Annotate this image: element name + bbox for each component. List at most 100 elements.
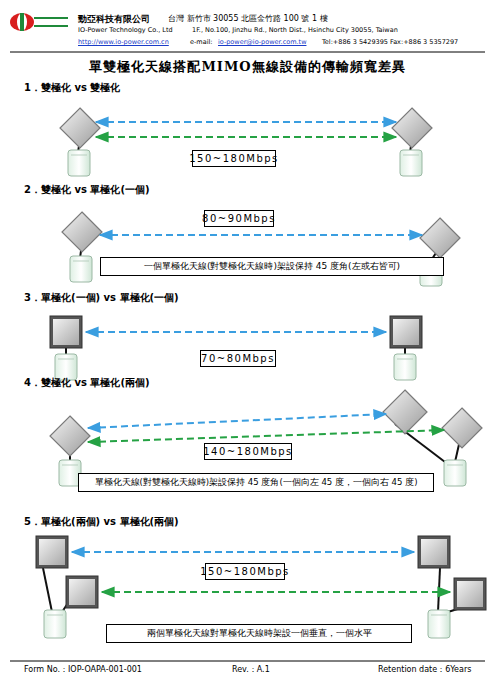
- retention-date: Retention date：6Years: [378, 665, 493, 674]
- note-box: 兩個單極化天線對單極化天線時架設一個垂直，一個水平: [106, 624, 412, 643]
- wireless-device: [44, 610, 66, 638]
- note-text: 單極化天線(對雙極化天線時)架設保持 45 度角(一個向左 45 度，一個向右 …: [95, 478, 418, 488]
- signal-arrow: [96, 121, 396, 123]
- section-heading: 3．單極化(一個) vs 單極化(一個): [24, 292, 324, 304]
- header-rule: [10, 52, 485, 53]
- device-detail: [71, 155, 87, 156]
- signal-arrow: [88, 414, 386, 428]
- antenna-panel: [421, 539, 447, 565]
- antenna-cable: [438, 568, 440, 612]
- dual-polarized-antenna: [50, 416, 90, 456]
- signal-arrow: [88, 430, 444, 442]
- single-polarized-antenna: [390, 316, 422, 348]
- section-heading: 1．雙極化 vs 雙極化: [24, 82, 324, 94]
- company-address: 台灣 新竹市 30055 北區金竹路 100 號 1 樓: [168, 14, 408, 23]
- device-body: [400, 150, 422, 176]
- device-body: [70, 256, 92, 282]
- antenna-panel: [457, 581, 483, 607]
- signal-arrow: [86, 331, 386, 333]
- dual-polarized-antenna: [442, 408, 482, 448]
- single-polarized-antenna: [36, 536, 68, 568]
- logo-mark: [17, 13, 27, 31]
- dual-polarized-antenna: [62, 212, 102, 252]
- rate-box: 80~90Mbps: [204, 210, 274, 227]
- revision: Rev.：A.1: [232, 665, 332, 674]
- device-detail: [47, 615, 63, 616]
- device-body: [394, 354, 416, 380]
- wireless-device: [428, 610, 450, 638]
- company-name-en: IO-Power Technology Co., Ltd: [78, 27, 198, 34]
- throughput-value: 140~180Mbps: [203, 446, 293, 458]
- diagram-title: 單雙極化天線搭配MIMO無線設備的傳輸頻寬差異: [0, 58, 495, 76]
- company-logo: [10, 13, 68, 31]
- single-polarized-antenna: [50, 316, 82, 348]
- logo-mark: [20, 13, 24, 31]
- signal-arrow: [96, 136, 396, 138]
- dual-polarized-antenna: [383, 390, 427, 434]
- wireless-device: [400, 150, 422, 176]
- antenna-cable: [43, 568, 52, 612]
- company-name: 勁亞科技有限公司: [78, 14, 168, 24]
- antenna-panel: [393, 319, 419, 345]
- dual-polarized-antenna: [420, 218, 460, 258]
- dual-polarized-antenna: [60, 108, 100, 148]
- signal-arrow: [100, 234, 422, 236]
- wireless-device: [55, 354, 77, 380]
- section-heading: 4．雙極化 vs 單極化(兩個): [24, 377, 324, 389]
- single-polarized-antenna: [418, 536, 450, 568]
- dual-polarized-antenna: [392, 108, 432, 148]
- single-polarized-antenna: [454, 578, 486, 610]
- email: io-power@io-power.com.tw: [218, 39, 323, 46]
- note-box: 一個單極化天線(對雙極化天線時)架設保持 45 度角(左或右皆可): [100, 257, 444, 276]
- antenna-frame: [66, 576, 98, 608]
- antenna-panel: [53, 319, 79, 345]
- website: http://www.io-power.com.cn: [78, 39, 188, 46]
- device-detail: [403, 155, 419, 156]
- antenna-frame: [454, 578, 486, 610]
- device-detail: [62, 465, 78, 466]
- rate-box: 150~180Mbps: [192, 150, 276, 167]
- phone-fax: Tel:+886 3 5429395 Fax:+886 3 5357297: [322, 39, 492, 46]
- signal-arrow: [72, 551, 414, 553]
- logo-mark: [10, 13, 34, 31]
- logo-mark: [34, 18, 68, 26]
- device-body: [444, 460, 466, 486]
- throughput-value: 70~80Mbps: [201, 353, 275, 365]
- antenna-frame: [36, 536, 68, 568]
- form-number: Form No.：IOP-OAPA-001-001: [24, 665, 204, 674]
- throughput-value: 80~90Mbps: [202, 213, 276, 225]
- antenna-frame: [418, 536, 450, 568]
- throughput-value: 150~180Mbps: [200, 566, 290, 578]
- throughput-value: 150~180Mbps: [189, 153, 279, 165]
- wireless-device: [444, 460, 466, 486]
- section-heading: 5．單極化(兩個) vs 單極化(兩個): [24, 516, 324, 528]
- note-box: 單極化天線(對雙極化天線時)架設保持 45 度角(一個向左 45 度，一個向右 …: [78, 473, 434, 492]
- antenna-frame: [390, 316, 422, 348]
- signal-arrow: [102, 591, 450, 593]
- device-detail: [431, 615, 447, 616]
- section-heading: 2．雙極化 vs 單極化(一個): [24, 184, 324, 196]
- device-body: [44, 610, 66, 638]
- device-detail: [447, 465, 463, 466]
- device-body: [428, 610, 450, 638]
- rate-box: 150~180Mbps: [205, 563, 285, 580]
- device-body: [68, 150, 90, 176]
- rate-box: 70~80Mbps: [200, 350, 276, 367]
- footer-rule: [10, 661, 485, 662]
- wireless-device: [394, 354, 416, 380]
- device-detail: [397, 359, 413, 360]
- device-detail: [58, 359, 74, 360]
- wireless-device: [68, 150, 90, 176]
- device-detail: [73, 261, 89, 262]
- antenna-panel: [69, 579, 95, 605]
- single-polarized-antenna: [66, 576, 98, 608]
- wireless-device: [70, 256, 92, 282]
- company-address-en: 1F., No.100, Jinzhu Rd., North Dist., Hs…: [192, 27, 462, 34]
- note-text: 一個單極化天線(對雙極化天線時)架設保持 45 度角(左或右皆可): [144, 261, 400, 271]
- note-text: 兩個單極化天線對單極化天線時架設一個垂直，一個水平: [147, 628, 372, 638]
- antenna-frame: [50, 316, 82, 348]
- antenna-panel: [39, 539, 65, 565]
- rate-box: 140~180Mbps: [204, 443, 292, 460]
